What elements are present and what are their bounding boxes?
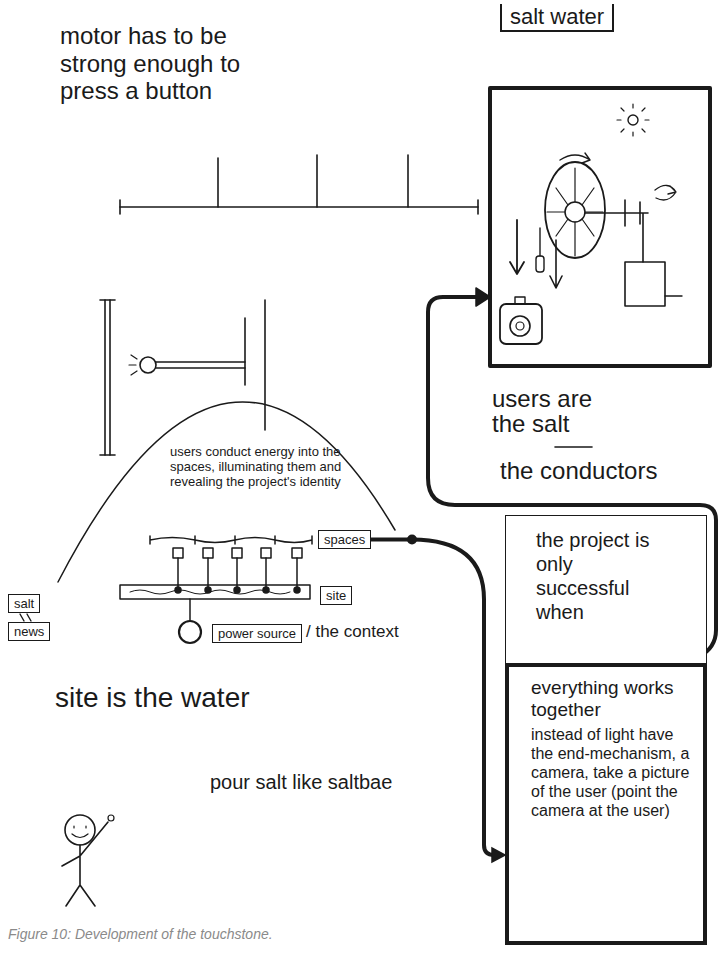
salt-grain [108, 815, 114, 821]
bulb-symbol [173, 548, 183, 558]
mechanism-sketch [490, 88, 710, 366]
part-tag: spaces [318, 530, 371, 549]
wall-line [244, 318, 246, 385]
contact-dot [294, 587, 300, 593]
circuit-sketch [20, 536, 312, 643]
annotation: / the context [306, 622, 399, 642]
wall-line [264, 300, 266, 430]
leader-line [428, 297, 716, 665]
contact-dot [175, 587, 181, 593]
node-text: spaces [324, 532, 365, 547]
body [62, 822, 108, 906]
face [72, 826, 88, 838]
wall-sketch [100, 300, 265, 455]
timeline-line [120, 206, 478, 208]
node-text: salt [14, 596, 34, 611]
part-tag: site [320, 586, 352, 605]
bulb-row [173, 548, 302, 588]
camera-top [515, 297, 525, 304]
note-text: the conductors [500, 458, 657, 484]
contact-dot [234, 587, 240, 593]
note-text: motor has to be strong enough to press a… [60, 22, 300, 105]
bulb-symbol [140, 357, 156, 373]
node-text: news [14, 624, 44, 639]
arrowhead [476, 288, 490, 306]
shaft [585, 200, 648, 262]
wire [189, 599, 191, 621]
sketch-frame [490, 88, 710, 366]
node-text: site [326, 588, 346, 603]
site-bar [120, 585, 310, 599]
camera-lens [516, 322, 524, 330]
end-tick [119, 200, 121, 214]
sun-rays [617, 104, 649, 136]
down-arrow [550, 240, 562, 288]
annotation: users conduct energy into the spaces, il… [170, 445, 345, 490]
power-symbol [179, 621, 201, 643]
timeline [120, 155, 478, 214]
rotation-arrow [655, 185, 676, 200]
node-text: the project is only successful when [536, 528, 656, 624]
node-body: instead of light have the end-mechanism,… [531, 725, 691, 820]
button-block [625, 262, 665, 306]
end-tick [100, 454, 115, 456]
node-text: power source [218, 626, 296, 641]
tick [316, 155, 318, 207]
contact-dot [205, 587, 211, 593]
head [65, 815, 95, 845]
note-box: everything works togetherinstead of ligh… [505, 663, 707, 945]
tick [217, 158, 219, 207]
equals-mark [20, 614, 31, 621]
down-arrow [510, 220, 524, 274]
part-tag: power source [212, 624, 302, 643]
camera-body [500, 304, 542, 344]
contact-dot [263, 587, 269, 593]
bulb-symbol [261, 548, 271, 558]
figure-caption: Figure 10: Development of the touchstone… [8, 926, 273, 942]
connector [371, 535, 505, 863]
part-tag: news [8, 622, 50, 641]
junction-dot [407, 535, 417, 545]
node-text: everything works together [531, 677, 691, 721]
camera-lens [510, 316, 530, 336]
connector-line [371, 540, 495, 856]
dash [555, 446, 592, 448]
hanger [539, 228, 540, 256]
wire [156, 362, 245, 368]
node-text: salt water [510, 4, 604, 29]
note-box: the project is only successful when [505, 515, 707, 665]
arrowhead [492, 848, 505, 862]
wheel [545, 162, 605, 258]
bulb-symbol [536, 256, 544, 272]
end-tick [477, 200, 479, 214]
note-text: pour salt like saltbae [210, 770, 392, 794]
tick [407, 155, 409, 207]
wall-line [104, 300, 106, 455]
button-lead [665, 295, 682, 296]
bulb-symbol [232, 548, 242, 558]
part-tag: salt [8, 594, 40, 613]
title-tag: salt water [500, 4, 614, 32]
note-text: site is the water [55, 682, 250, 714]
energy-arc [58, 402, 395, 582]
bulb-symbol [292, 548, 302, 558]
light-rays [129, 355, 137, 375]
wall-line [109, 300, 111, 455]
rotation-arrow [560, 153, 590, 163]
end-tick [100, 299, 115, 301]
bulb-symbol [203, 548, 213, 558]
wire [178, 558, 297, 588]
note-text: users are the salt [492, 386, 622, 436]
stick-figure [62, 815, 114, 906]
sun-symbol [628, 115, 638, 125]
spaces-bracket [150, 536, 312, 544]
